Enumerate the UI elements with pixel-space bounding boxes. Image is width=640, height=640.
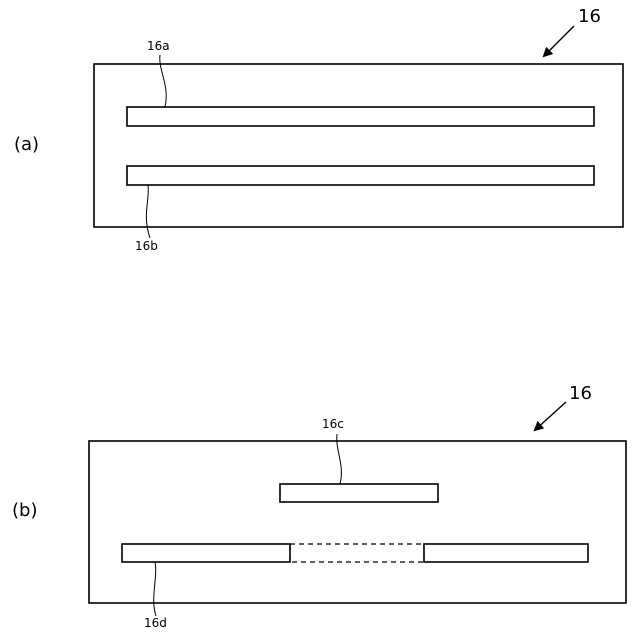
reference-number-a: 16 bbox=[578, 6, 601, 27]
figure-b: (b) 16 16c 16d bbox=[12, 383, 626, 630]
outer-frame-a bbox=[94, 64, 623, 227]
part-label-16c: 16c bbox=[322, 417, 344, 431]
slot-16a bbox=[127, 107, 594, 126]
part-label-16a: 16a bbox=[147, 39, 170, 53]
slot-16d-right bbox=[424, 544, 588, 562]
reference-number-b: 16 bbox=[569, 383, 592, 404]
part-label-16d: 16d bbox=[144, 616, 167, 630]
reference-arrow-b bbox=[535, 402, 566, 430]
outer-frame-b bbox=[89, 441, 626, 603]
slot-16b bbox=[127, 166, 594, 185]
reference-arrow-a bbox=[544, 26, 574, 56]
figure-a: (a) 16 16a 16b bbox=[14, 6, 623, 253]
slot-16c bbox=[280, 484, 438, 502]
part-label-16b: 16b bbox=[135, 239, 158, 253]
slot-16d-left bbox=[122, 544, 290, 562]
panel-label-a: (a) bbox=[14, 134, 39, 155]
panel-label-b: (b) bbox=[12, 500, 37, 521]
